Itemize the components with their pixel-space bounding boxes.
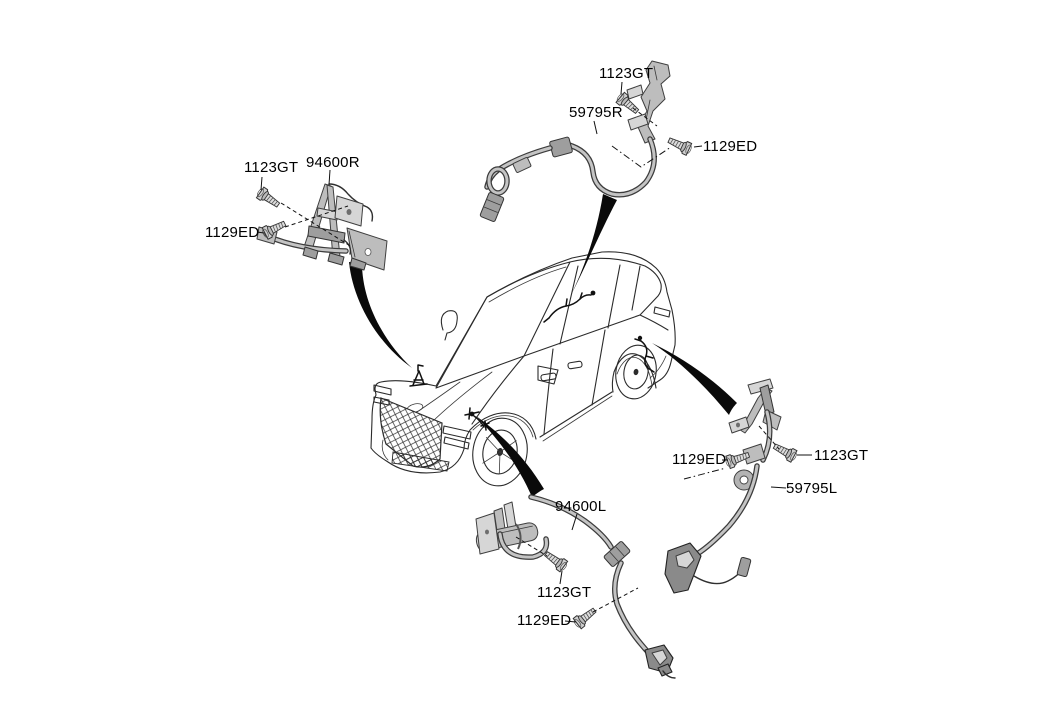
bolt-label-right-1129ED[interactable]: 1129ED — [672, 451, 727, 468]
part-drawing-59795L — [664, 378, 782, 594]
part-label-59795R[interactable]: 59795R — [569, 104, 623, 121]
far-mirror — [440, 310, 458, 341]
part-drawing-94600R — [256, 183, 388, 271]
bolt-label-left-1123GT[interactable]: 1123GT — [244, 159, 299, 176]
rear-wheel-harness-glyph — [634, 335, 655, 373]
bolt-label-left-1129ED[interactable]: 1129ED — [205, 224, 260, 241]
bolt-label-bottom-1123GT[interactable]: 1123GT — [537, 584, 592, 601]
bolt-label-bottom-1129ED[interactable]: 1129ED — [517, 612, 572, 629]
front-wheel — [472, 417, 528, 487]
bolt-label-right-1123GT[interactable]: 1123GT — [814, 447, 869, 464]
bolt-label-top-1123GT[interactable]: 1123GT — [599, 65, 654, 82]
headlight-far — [373, 384, 392, 406]
pointer-arrow-right — [652, 343, 737, 415]
part-label-59795L[interactable]: 59795L — [786, 480, 838, 497]
vehicle-illustration — [370, 251, 676, 487]
bolt-label-top-1129ED[interactable]: 1129ED — [703, 138, 758, 155]
part-label-94600L[interactable]: 94600L — [555, 498, 607, 515]
pointer-arrow-bottom — [476, 416, 544, 497]
rear-wheel — [615, 344, 657, 400]
headlight-near — [442, 425, 472, 450]
leader-lines — [256, 81, 812, 623]
bolt-icon-right-1123GT — [770, 439, 800, 464]
bolt-icon-top-1129ED — [665, 133, 694, 157]
pointer-arrow-left — [349, 262, 412, 368]
hood-sensor-glyph — [409, 364, 428, 387]
bolt-icon-left-1123GT — [254, 185, 283, 211]
bolt-icon-bottom-1129ED — [571, 604, 600, 631]
part-label-94600R[interactable]: 94600R — [306, 154, 360, 171]
cowl-sensor-glyph — [464, 407, 490, 431]
assembly-dashed-lines — [280, 107, 780, 613]
part-drawing-94600L — [475, 494, 676, 679]
pointer-arrow-top — [571, 194, 617, 295]
roof-harness-glyph — [543, 290, 596, 323]
bumper-intake — [381, 439, 450, 472]
part-drawing-59795R — [479, 60, 671, 222]
